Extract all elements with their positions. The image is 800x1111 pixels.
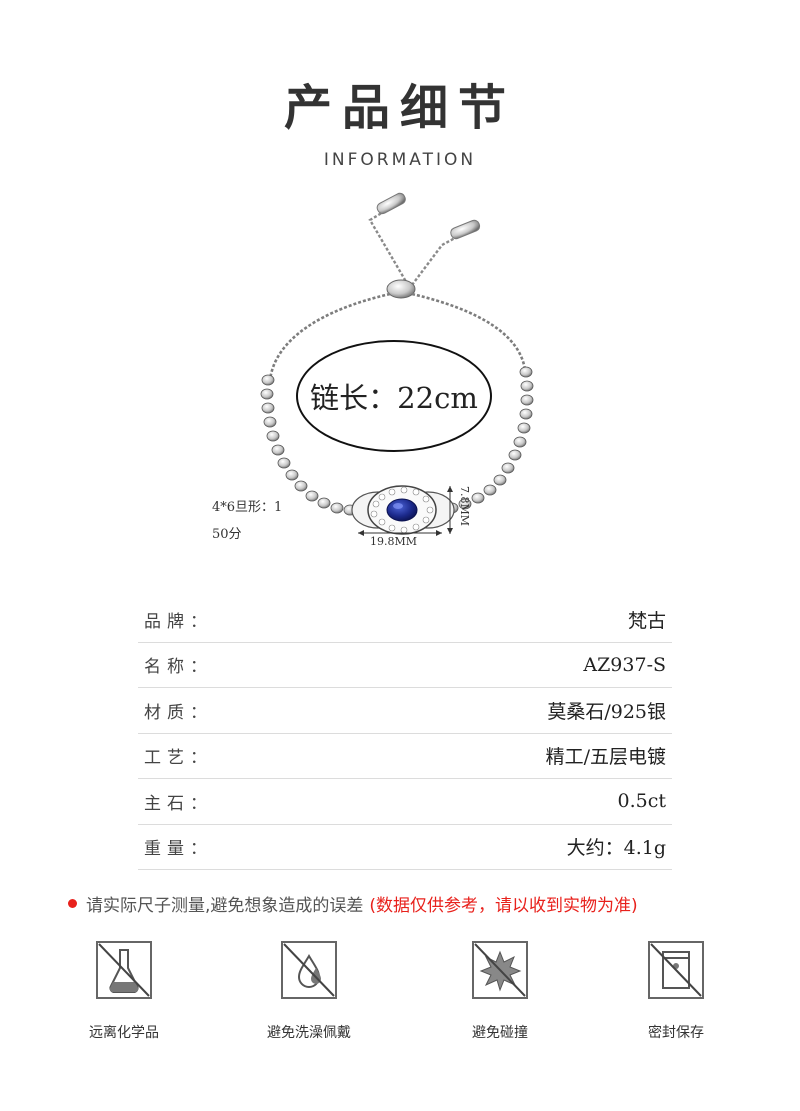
water-drop-crossed-icon: [281, 941, 337, 999]
spec-value: 莫桑石/925银: [547, 700, 666, 723]
care-label: 避免碰撞: [472, 1025, 528, 1041]
measurement-notice: 请实际尺子测量,避免想象造成的误差 (数据仅供参考，请以收到实物为准): [68, 891, 768, 916]
care-label: 避免洗澡佩戴: [267, 1025, 351, 1041]
spec-row-material: 材质： 莫桑石/925银: [138, 688, 672, 734]
spec-value: 精工/五层电镀: [545, 746, 666, 769]
care-instructions: 远离化学品 避免洗澡佩戴 避免碰撞 密封保存: [0, 940, 800, 1060]
impact-burst-crossed-icon: [472, 941, 528, 999]
care-label: 远离化学品: [89, 1025, 159, 1041]
spec-value: AZ937-S: [583, 653, 666, 676]
spec-label: 工艺：: [144, 748, 213, 769]
notice-text: 请实际尺子测量,避免想象造成的误差: [86, 896, 364, 916]
spec-label: 重量：: [144, 839, 213, 860]
width-dimension: 19.8MM: [370, 535, 418, 548]
care-item-chemicals: 远离化学品: [54, 940, 194, 1042]
spec-row-main-stone: 主石： 0.5ct: [138, 779, 672, 825]
chain-length-callout: 链长：22cm: [296, 340, 492, 452]
spec-value: 0.5ct: [617, 790, 667, 813]
spec-row-name: 名称： AZ937-S: [138, 643, 672, 688]
spec-row-brand: 品牌： 梵古: [138, 597, 672, 643]
spec-value: 梵古: [627, 609, 666, 632]
spec-label: 名称：: [144, 657, 213, 678]
bullet-dot-icon: [68, 899, 77, 908]
height-dimension: 7.8MM: [458, 486, 471, 527]
stone-spec-line-2: 50分: [212, 527, 242, 542]
page-title: 产品细节: [283, 80, 516, 136]
spec-label: 材质：: [144, 702, 213, 723]
spec-row-craft: 工艺： 精工/五层电镀: [138, 734, 672, 779]
care-item-bathing: 避免洗澡佩戴: [239, 940, 379, 1042]
chemical-flask-crossed-icon: [96, 941, 152, 999]
stone-spec-line-1: 4*6旦形：1: [212, 500, 283, 515]
page-subtitle: INFORMATION: [323, 150, 477, 170]
spec-label: 主石：: [144, 793, 213, 814]
care-item-sealed: 密封保存: [606, 940, 746, 1042]
bracelet-illustration: [260, 192, 534, 536]
spec-label: 品牌：: [144, 611, 213, 632]
care-item-impact: 避免碰撞: [430, 940, 570, 1042]
notice-disclaimer: (数据仅供参考，请以收到实物为准): [369, 896, 638, 916]
spec-row-weight: 重量： 大约：4.1g: [138, 825, 672, 870]
sealed-bag-icon: [648, 941, 704, 999]
chain-length-text: 链长：22cm: [310, 381, 478, 415]
care-label: 密封保存: [648, 1025, 704, 1041]
spec-value: 大约：4.1g: [566, 837, 666, 860]
spec-table: 品牌： 梵古 名称： AZ937-S 材质： 莫桑石/925银 工艺： 精工/五…: [138, 597, 672, 870]
